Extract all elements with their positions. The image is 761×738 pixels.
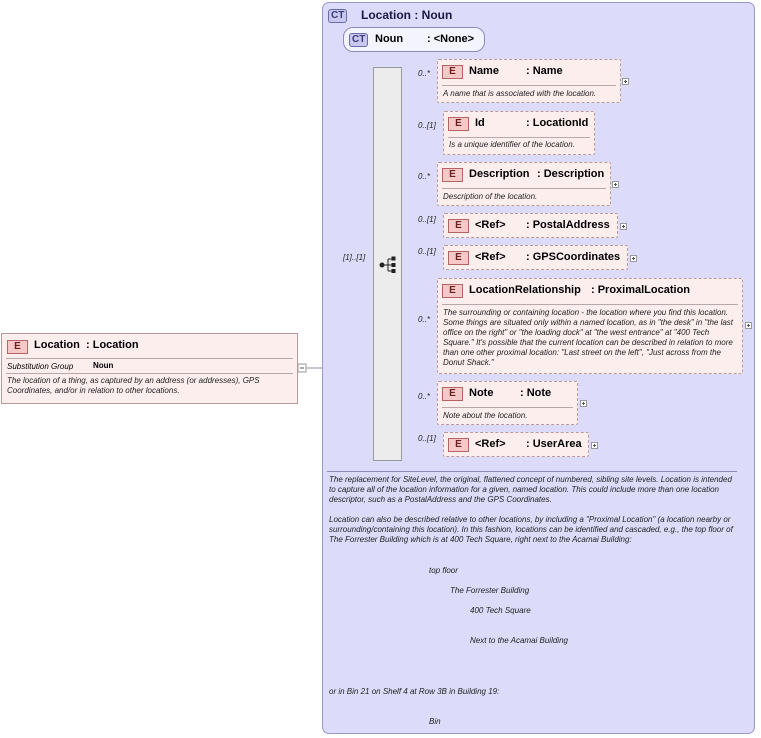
element-name[interactable]: E Name : Name A name that is associated … <box>437 59 621 103</box>
element-gps-coordinates[interactable]: E <Ref> : GPSCoordinates <box>443 245 628 270</box>
root-element-type: : Location <box>86 339 139 351</box>
base-type-type: : <None> <box>427 33 475 45</box>
occurrence-postal-address: 0..[1] <box>418 215 436 224</box>
element-gps-coordinates-type: : GPSCoordinates <box>526 251 621 263</box>
element-badge: E <box>448 438 469 452</box>
element-description-label: Description <box>469 168 530 180</box>
element-name-type: : Name <box>526 65 563 77</box>
element-description-type: : Description <box>537 168 605 180</box>
sequence-compositor[interactable] <box>373 67 402 461</box>
element-badge: E <box>448 219 469 233</box>
element-badge: E <box>448 251 469 265</box>
element-postal-address-type: : PostalAddress <box>526 219 610 231</box>
element-location-relationship[interactable]: E LocationRelationship : ProximalLocatio… <box>437 278 743 374</box>
documentation-separator <box>327 471 737 472</box>
occurrence-user-area: 0..[1] <box>418 434 436 443</box>
element-id[interactable]: E Id : LocationId Is a unique identifier… <box>443 111 595 155</box>
occurrence-description: 0..* <box>418 172 431 181</box>
element-description[interactable]: E Description : Description Description … <box>437 162 611 206</box>
expand-note-button[interactable] <box>580 400 587 407</box>
root-element-name: Location <box>34 339 80 351</box>
element-postal-address-label: <Ref> <box>475 219 506 231</box>
occurrence-gps-coordinates: 0..[1] <box>418 247 436 256</box>
base-type-badge: CT <box>349 33 369 47</box>
element-name-label: Name <box>469 65 499 77</box>
element-badge: E <box>442 284 463 298</box>
separator <box>6 373 293 374</box>
element-note[interactable]: E Note : Note Note about the location. <box>437 381 578 425</box>
expand-gps-coordinates-button[interactable] <box>630 255 637 262</box>
expand-user-area-button[interactable] <box>591 442 598 449</box>
element-note-type: : Note <box>520 387 552 399</box>
expand-name-button[interactable] <box>622 78 629 85</box>
separator <box>442 85 616 86</box>
sequence-icon <box>379 256 396 273</box>
element-user-area[interactable]: E <Ref> : UserArea <box>443 432 589 457</box>
expand-location-relationship-button[interactable] <box>745 322 752 329</box>
element-id-label: Id <box>475 117 485 129</box>
doc-line-tech-square: 400 Tech Square <box>470 606 531 615</box>
element-note-label: Note <box>469 387 494 399</box>
doc-line-acamai: Next to the Acamai Building <box>470 636 568 645</box>
element-badge: E <box>7 340 28 354</box>
element-description-doc: Description of the location. <box>443 192 538 201</box>
element-name-doc: A name that is associated with the locat… <box>443 89 597 98</box>
substitution-group-value: Noun <box>93 361 114 370</box>
element-badge: E <box>442 168 463 182</box>
root-element-documentation: The location of a thing, as captured by … <box>7 376 260 395</box>
element-badge: E <box>448 117 469 131</box>
doc-line-bin-intro: or in Bin 21 on Shelf 4 at Row 3B in Bui… <box>329 687 500 696</box>
element-badge: E <box>442 65 463 79</box>
substitution-group-label: Substitution Group <box>7 362 74 371</box>
type-documentation-para1: The replacement for SiteLevel, the origi… <box>329 475 732 504</box>
element-user-area-label: <Ref> <box>475 438 506 450</box>
type-documentation-para2: Location can also be described relative … <box>329 515 733 544</box>
element-location-relationship-doc: The surrounding or containing location -… <box>443 308 734 367</box>
element-location-relationship-type: : ProximalLocation <box>591 284 691 296</box>
separator <box>442 188 606 189</box>
expand-description-button[interactable] <box>612 181 619 188</box>
separator <box>442 304 738 305</box>
occurrence-note: 0..* <box>418 392 431 401</box>
root-element-location[interactable]: E Location : Location Substitution Group… <box>1 333 298 404</box>
separator <box>442 407 573 408</box>
element-note-doc: Note about the location. <box>443 411 528 420</box>
occurrence-name: 0..* <box>418 69 431 78</box>
occurrence-id: 0..[1] <box>418 121 436 130</box>
element-postal-address[interactable]: E <Ref> : PostalAddress <box>443 213 618 238</box>
occurrence-location-relationship: 0..* <box>418 315 431 324</box>
separator <box>6 358 293 359</box>
doc-line-bin: Bin <box>429 717 441 726</box>
sequence-occurrence: [1]..[1] <box>343 253 366 262</box>
complex-type-badge: CT <box>328 9 348 23</box>
element-user-area-type: : UserArea <box>526 438 582 450</box>
element-badge: E <box>442 387 463 401</box>
element-location-relationship-label: LocationRelationship <box>469 284 581 296</box>
element-gps-coordinates-label: <Ref> <box>475 251 506 263</box>
element-id-type: : LocationId <box>526 117 589 129</box>
expand-postal-address-button[interactable] <box>620 223 627 230</box>
doc-line-forrester: The Forrester Building <box>450 586 530 595</box>
base-type-name: Noun <box>375 33 404 45</box>
complex-type-title: Location : Noun <box>361 8 453 22</box>
doc-line-top-floor: top floor <box>429 566 458 575</box>
separator <box>448 137 590 138</box>
base-type-noun[interactable]: CT Noun : <None> <box>343 27 485 52</box>
element-id-doc: Is a unique identifier of the location. <box>449 140 575 149</box>
